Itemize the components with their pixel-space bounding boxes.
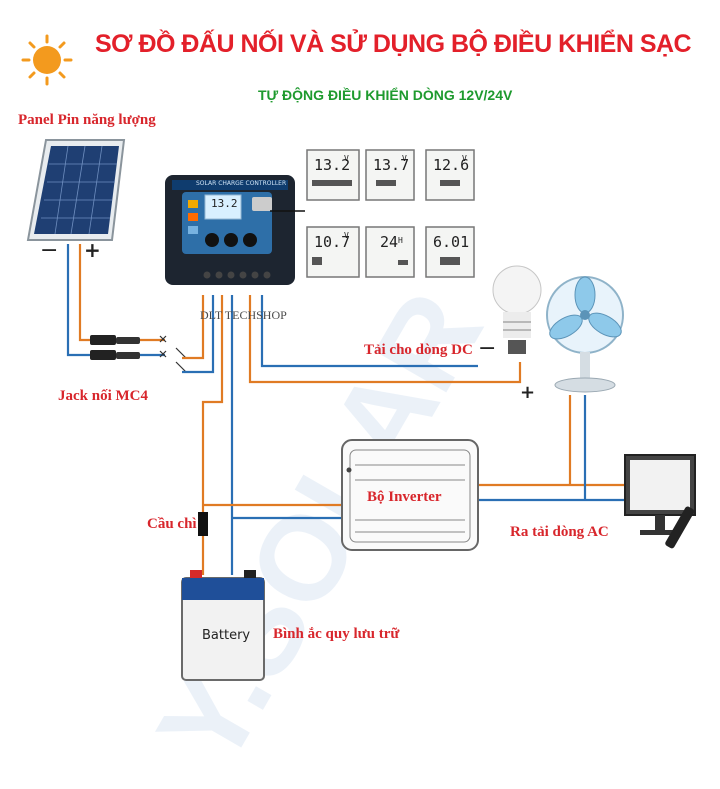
dc-plus: + [520,382,536,403]
ac-load-label: Ra tải dòng AC [510,524,609,540]
lcd-reading: 13.2 [314,156,351,174]
lcd-unit: V [344,231,349,240]
lcd-unit: V [462,154,467,163]
lcd-reading: 10.7 [314,233,351,251]
fuse-icon [198,512,208,536]
charge-controller-icon [165,175,305,285]
dc-minus: − [478,336,497,361]
page-subtitle: TỰ ĐỘNG ĐIỀU KHIỂN DÒNG 12V/24V [258,87,513,103]
tv-icon [624,454,696,549]
shop-watermark: DLT TECHSHOP [200,308,287,322]
battery-text: Battery [202,628,251,643]
solar-panel-icon [26,139,126,241]
lcd-display-panels [306,149,475,278]
electric-fan-icon [546,276,624,393]
lcd-unit: V [402,154,407,163]
lcd-reading: 12.6 [433,156,470,174]
mc4-label: Jack nối MC4 [58,388,148,404]
wiring-diagram [21,34,696,681]
lcd-unit: H [398,236,403,245]
dc-load-label: Tải cho dòng DC [364,342,473,358]
mc4-connector-icon [90,335,140,360]
fuse-label: Cầu chì [147,516,197,532]
inverter-label: Bộ Inverter [367,489,442,505]
page-title: SƠ ĐỒ ĐẤU NỐI VÀ SỬ DỤNG BỘ ĐIỀU KHIỂN S… [95,30,692,58]
controller-lcd-reading: 13.2 [211,197,238,210]
sun-icon [21,34,73,86]
battery-icon [181,570,265,681]
lcd-reading: 13.7 [373,156,410,174]
light-bulb-icon [492,265,542,354]
inverter-icon [341,439,479,551]
lcd-unit: V [344,154,349,163]
lcd-reading: 24 [380,233,399,251]
battery-storage-label: Bình ắc quy lưu trữ [273,626,400,642]
controller-strip-text: SOLAR CHARGE CONTROLLER [196,180,287,187]
lcd-reading: 6.01 [433,233,470,251]
panel-minus: − [40,238,59,263]
panel-plus: + [84,238,101,262]
panel-label: Panel Pin năng lượng [18,112,156,128]
